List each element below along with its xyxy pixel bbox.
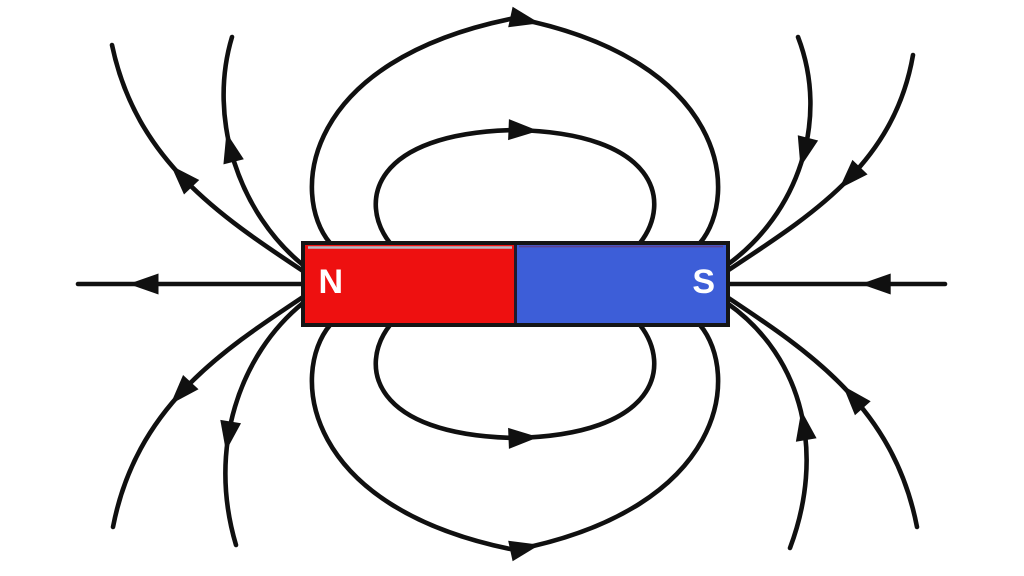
field-arrow-icon xyxy=(128,273,159,295)
magnet-border xyxy=(301,241,730,327)
field-line-left-down-steep xyxy=(223,300,306,548)
bar-magnet: N S xyxy=(301,241,730,327)
field-arrow-icon xyxy=(220,419,242,452)
field-arrow-icon xyxy=(171,165,200,195)
field-arrow-icon xyxy=(508,6,540,28)
field-arrow-icon xyxy=(508,427,539,449)
field-arrow-icon xyxy=(860,273,891,295)
field-line-left-up-steep xyxy=(221,34,306,268)
field-arrow-icon xyxy=(795,410,817,442)
field-line-right-down-shallow xyxy=(724,294,920,530)
field-line-right-down-steep xyxy=(724,300,809,551)
field-arrow-icon xyxy=(797,135,819,167)
field-line-bottom-inner-loop xyxy=(373,322,657,441)
south-pole xyxy=(516,244,727,324)
field-arrow-icon xyxy=(508,119,539,141)
north-pole-label: N xyxy=(318,263,343,301)
field-arrow-icon xyxy=(170,375,199,405)
field-lines xyxy=(75,6,948,562)
north-pole xyxy=(304,244,516,324)
field-arrow-icon xyxy=(508,540,540,562)
field-line-top-inner-loop xyxy=(373,127,657,246)
field-arrow-icon xyxy=(839,159,868,189)
field-line-right-up-steep xyxy=(724,34,813,268)
south-pole-label: S xyxy=(692,263,715,301)
field-arrow-icon xyxy=(223,132,244,165)
field-arrow-icon xyxy=(842,385,871,416)
